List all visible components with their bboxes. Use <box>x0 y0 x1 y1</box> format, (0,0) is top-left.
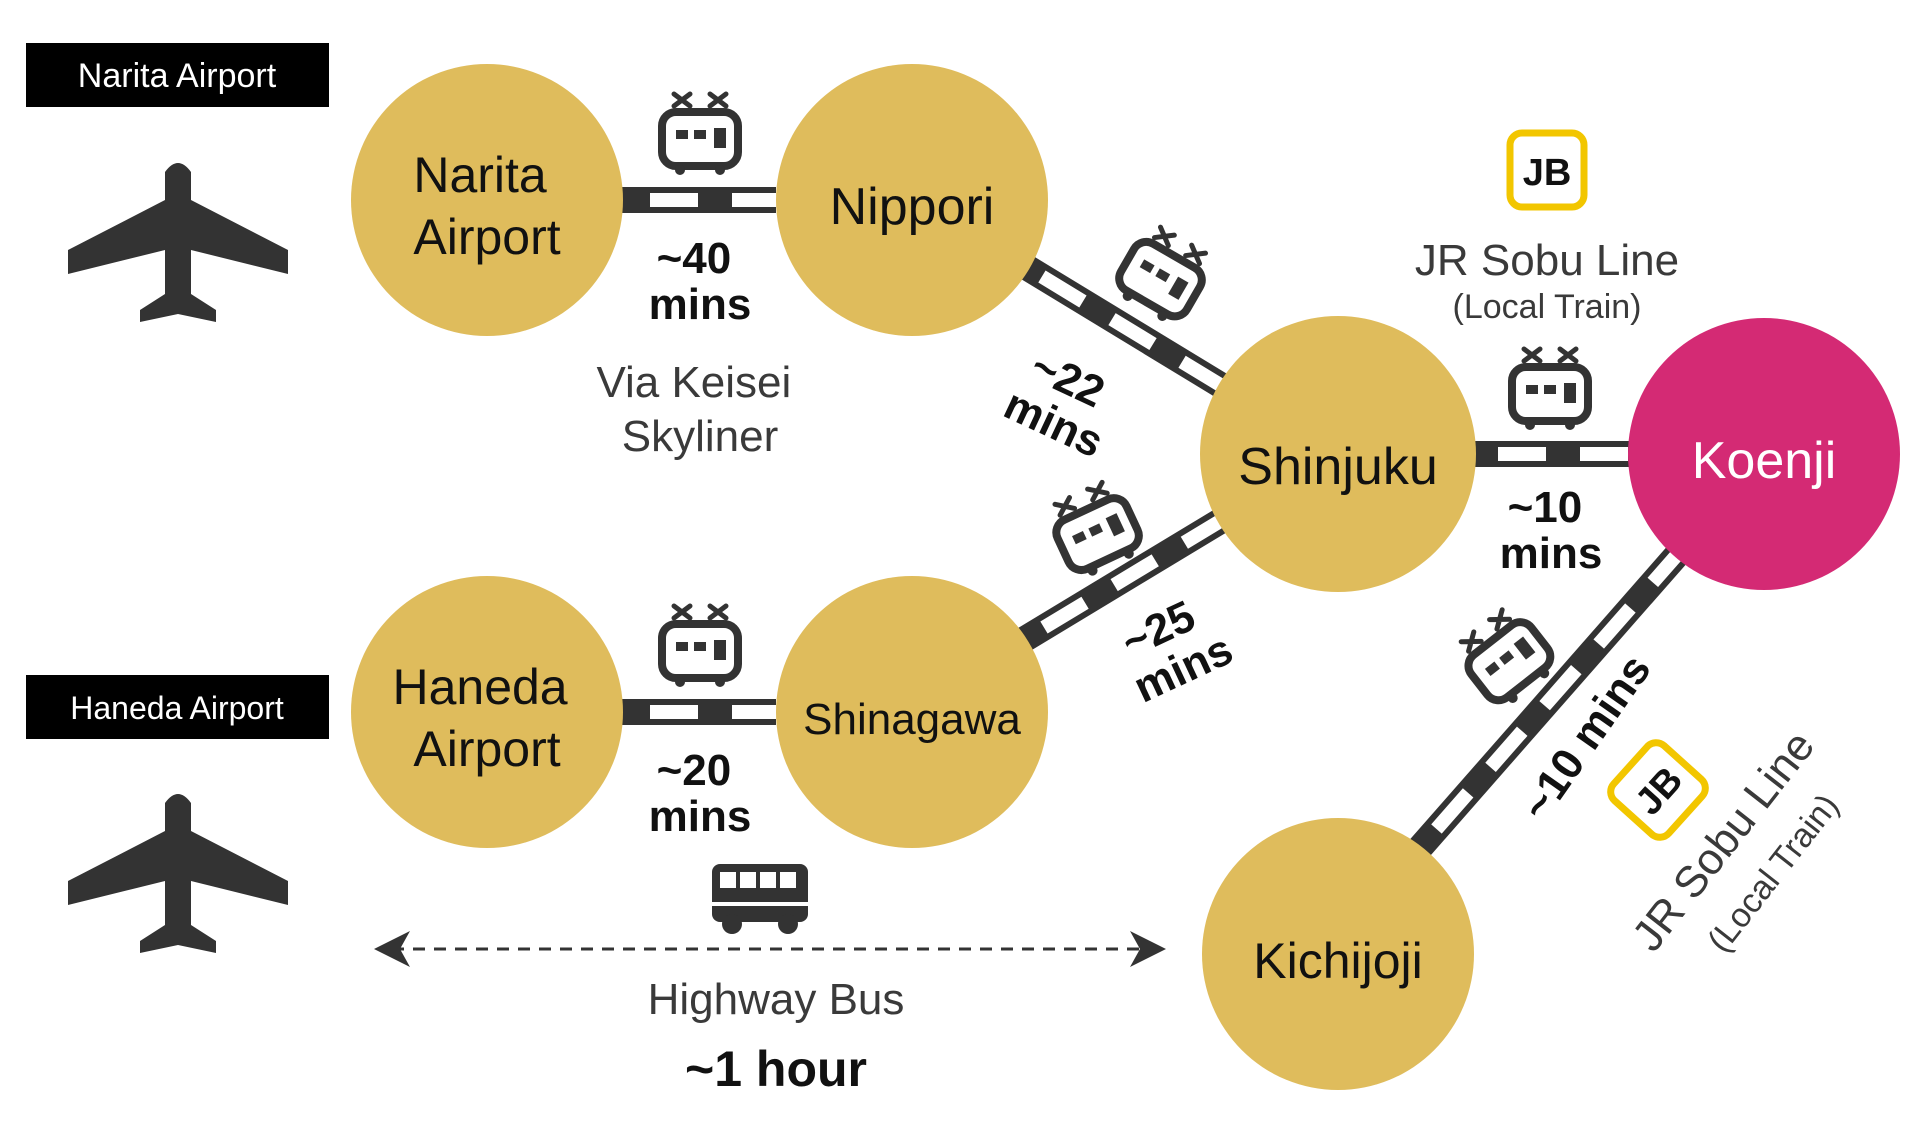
jb-badge: JB <box>1506 129 1588 211</box>
highway-bus-duration: ~1 hour <box>685 1041 867 1097</box>
train-icon <box>662 606 738 687</box>
rail-nippori-shinjuku-ties <box>1014 256 1226 392</box>
keisei-skyliner-caption: Via Keisei Skyliner <box>596 358 803 461</box>
airplane-icon <box>68 163 288 322</box>
station-nippori-label: Nippori <box>830 178 995 236</box>
station-haneda-airport <box>351 576 623 848</box>
duration-nippori-shinjuku: ~22 mins <box>997 338 1130 468</box>
highway-bus-caption: Highway Bus <box>648 975 905 1024</box>
duration-narita-nippori: ~40 mins <box>649 234 752 329</box>
duration-shinjuku-koenji: ~10 mins <box>1500 483 1603 578</box>
station-shinjuku <box>1200 316 1476 592</box>
jr-sobu-line-caption: JR Sobu Line <box>1415 236 1679 285</box>
jb-badge-label: JB <box>1523 152 1572 194</box>
station-kichijoji <box>1202 818 1474 1090</box>
train-icon <box>662 94 738 175</box>
arrow-left-icon <box>374 931 410 967</box>
station-shinjuku-label: Shinjuku <box>1238 438 1437 496</box>
station-nippori <box>776 64 1048 336</box>
station-haneda-airport-label: Haneda Airport <box>392 659 581 777</box>
jr-sobu-line-subcaption: (Local Train) <box>1453 288 1642 326</box>
arrow-right-icon <box>1130 931 1166 967</box>
narita-airport-tag-label: Narita Airport <box>78 57 277 95</box>
station-kichijoji-label: Kichijoji <box>1253 933 1423 989</box>
station-shinagawa-label: Shinagawa <box>803 695 1021 744</box>
jb-badge: JB <box>1607 739 1709 841</box>
haneda-airport-tag <box>26 675 329 739</box>
station-koenji <box>1628 318 1900 590</box>
haneda-airport-tag-label: Haneda Airport <box>70 690 284 726</box>
narita-airport-tag <box>26 43 329 107</box>
rail-kichijoji-koenji-ties <box>1412 551 1682 855</box>
duration-shinagawa-shinjuku: ~25 mins <box>1107 583 1240 713</box>
station-shinagawa <box>776 576 1048 848</box>
airplane-icon <box>68 794 288 953</box>
duration-haneda-shinagawa: ~20 mins <box>649 746 752 841</box>
rail-shinagawa-shinjuku-ties <box>1016 514 1226 648</box>
bus-icon <box>712 864 808 934</box>
station-narita-airport-label: Narita Airport <box>413 147 560 265</box>
station-koenji-label: Koenji <box>1692 432 1837 490</box>
train-icon <box>1512 349 1588 430</box>
station-narita-airport <box>351 64 623 336</box>
